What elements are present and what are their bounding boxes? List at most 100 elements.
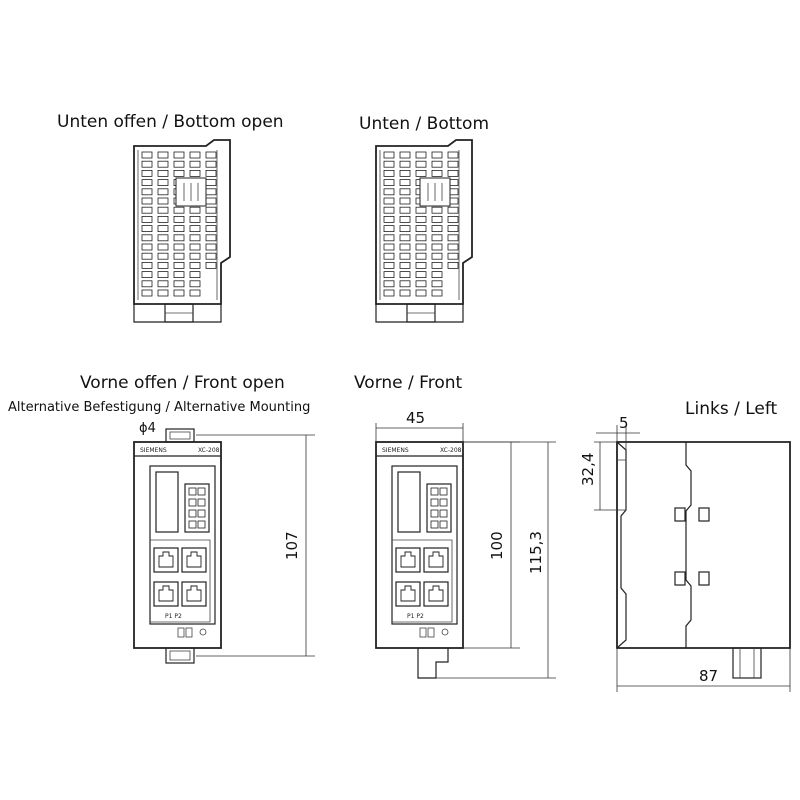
terminal-pin	[439, 509, 448, 518]
vent-slot	[141, 206, 153, 214]
vent-slot	[415, 261, 427, 269]
vent-slot	[447, 215, 459, 223]
vent-slot	[173, 271, 185, 279]
front-total-height-value: 115,3	[527, 531, 545, 574]
front-terminal	[426, 483, 452, 533]
terminal-pin	[197, 509, 206, 518]
vent-slot	[431, 160, 443, 168]
terminal-pin	[197, 487, 206, 496]
vent-slot	[415, 280, 427, 288]
vent-slot	[431, 206, 443, 214]
left-latch-lower-a	[674, 571, 686, 586]
vent-slot	[157, 234, 169, 242]
terminal-pin	[197, 520, 206, 529]
vent-slot	[415, 225, 427, 233]
vent-slot	[205, 206, 217, 214]
vent-slot	[383, 261, 395, 269]
vent-slot	[383, 151, 395, 159]
vent-slot	[399, 206, 411, 214]
vent-slot	[399, 179, 411, 187]
left-housing	[616, 441, 791, 649]
terminal-pin	[430, 498, 439, 507]
vent-slot	[415, 169, 427, 177]
vent-slot	[399, 197, 411, 205]
vent-slot	[399, 252, 411, 260]
vent-slot	[141, 225, 153, 233]
title-left: Links / Left	[685, 399, 778, 419]
vent-slot	[141, 234, 153, 242]
vent-slot	[383, 289, 395, 297]
front-face	[391, 465, 458, 625]
vent-slot	[189, 271, 201, 279]
vent-slot	[189, 261, 201, 269]
vent-slot	[383, 225, 395, 233]
terminal-pin	[439, 487, 448, 496]
title-front: Vorne / Front	[354, 373, 463, 393]
front-open-terminal	[184, 483, 210, 533]
vent-slot	[173, 151, 185, 159]
vent-slot	[447, 169, 459, 177]
vent-slot	[173, 225, 185, 233]
vent-slot	[157, 289, 169, 297]
vent-slot	[431, 243, 443, 251]
vent-slot	[399, 160, 411, 168]
vent-slot	[399, 261, 411, 269]
front-open-face	[149, 465, 216, 625]
vent-slot	[431, 234, 443, 242]
vent-slot	[141, 271, 153, 279]
vent-slot	[189, 206, 201, 214]
front-height-value: 100	[488, 531, 506, 560]
rj45-socket	[428, 585, 444, 602]
terminal-pin	[430, 487, 439, 496]
svg-text:P1 P2: P1 P2	[407, 613, 424, 620]
vent-slot	[399, 243, 411, 251]
front-open-rj45-ports	[153, 547, 207, 607]
vent-slot	[205, 261, 217, 269]
vent-slot	[141, 215, 153, 223]
vent-slot	[431, 151, 443, 159]
vent-slot	[399, 215, 411, 223]
vent-slot	[431, 271, 443, 279]
front-rj45-ports	[395, 547, 449, 607]
vent-slot	[431, 169, 443, 177]
vent-slot	[173, 252, 185, 260]
vent-slot	[383, 271, 395, 279]
terminal-pin	[439, 498, 448, 507]
vent-slot	[141, 261, 153, 269]
vent-slot	[383, 169, 395, 177]
vent-slot	[383, 280, 395, 288]
vent-slot	[205, 252, 217, 260]
vent-slot	[383, 243, 395, 251]
vent-slot	[431, 252, 443, 260]
vent-slot	[173, 206, 185, 214]
front-open-led-panel	[155, 471, 179, 533]
vent-slot	[399, 289, 411, 297]
vent-slot	[157, 179, 169, 187]
vent-slot	[415, 252, 427, 260]
vent-slot	[157, 188, 169, 196]
vent-slot	[141, 151, 153, 159]
left-latch-lower-b	[698, 571, 710, 586]
vent-slot	[205, 243, 217, 251]
vent-slot	[157, 280, 169, 288]
vent-slot	[189, 289, 201, 297]
vent-slot	[157, 243, 169, 251]
vent-slot	[399, 169, 411, 177]
bottom-open-outline	[133, 139, 231, 305]
vent-slot	[205, 169, 217, 177]
vent-slot	[157, 252, 169, 260]
vent-slot	[431, 261, 443, 269]
terminal-pin	[188, 487, 197, 496]
vent-slot	[157, 215, 169, 223]
front-open-bottom-tab	[165, 647, 195, 664]
vent-slot	[415, 289, 427, 297]
bottom-outline	[375, 139, 473, 305]
left-parting-line	[685, 442, 692, 648]
vent-slot	[205, 234, 217, 242]
rj45-socket	[186, 551, 202, 568]
vent-slot	[383, 188, 395, 196]
vent-slot	[141, 252, 153, 260]
front-led-panel	[397, 471, 421, 533]
vent-slot	[399, 280, 411, 288]
vent-slot	[141, 197, 153, 205]
